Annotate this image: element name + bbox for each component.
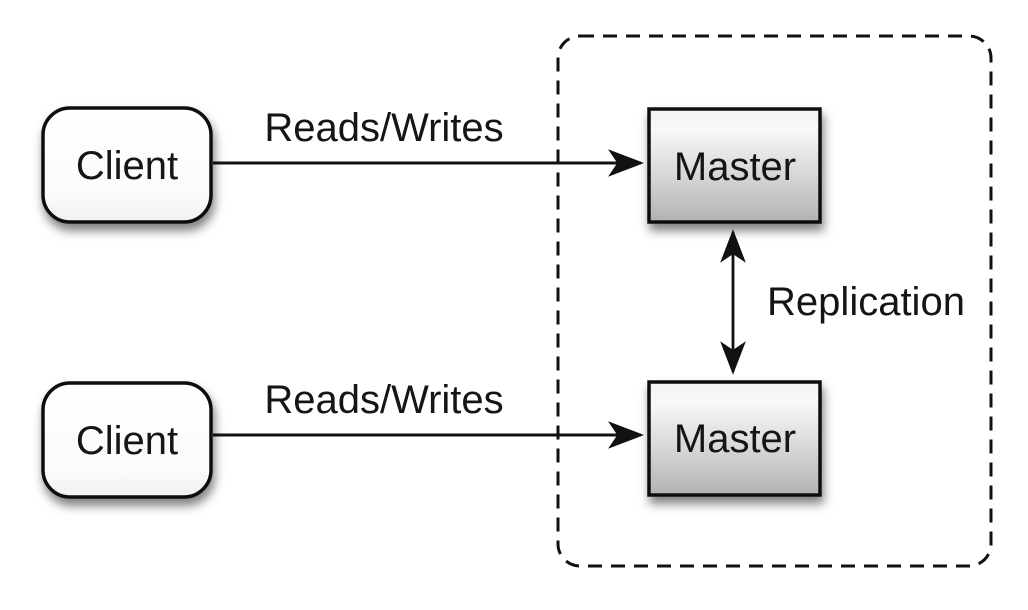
master-node-bottom: Master (647, 380, 822, 497)
client-node-bottom: Client (41, 381, 213, 499)
client-box (41, 381, 213, 499)
reads-writes-label-bottom: Reads/Writes (264, 378, 503, 422)
client-node-top: Client (41, 106, 213, 224)
master-box (647, 107, 822, 224)
replication-label: Replication (767, 280, 965, 324)
master-label: Master (674, 417, 796, 461)
client-label: Client (76, 419, 178, 463)
reads-writes-label-top: Reads/Writes (264, 106, 503, 150)
replication-zone-border (556, 34, 993, 568)
client-box (41, 106, 213, 224)
master-node-top: Master (647, 107, 822, 224)
client-label: Client (76, 144, 178, 188)
master-box (647, 380, 822, 497)
master-label: Master (674, 145, 796, 189)
